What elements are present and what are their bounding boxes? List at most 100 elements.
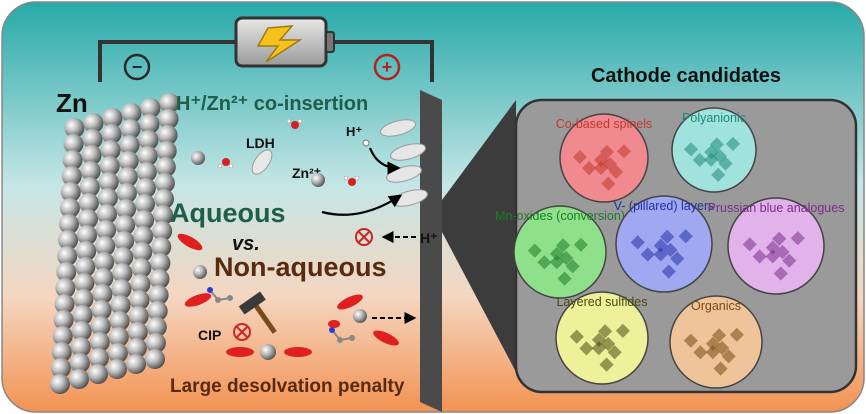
- crystal-unit: [557, 271, 572, 286]
- zn-atom: [73, 289, 94, 309]
- zn-atom: [51, 342, 72, 362]
- zn-atom: [97, 188, 118, 208]
- zn-atom: [136, 162, 157, 182]
- candidate-5: Layered sulfides: [555, 291, 649, 385]
- solvent-molecules: [177, 233, 399, 357]
- crystal-unit: [653, 247, 668, 262]
- zn-atom: [90, 316, 111, 336]
- zn-atom: [75, 257, 96, 277]
- blocked-icon: [355, 228, 373, 246]
- ldh-flake: [251, 149, 273, 175]
- crystal-unit: [705, 336, 721, 351]
- zn-atom: [71, 321, 92, 341]
- crystal-unit: [591, 341, 606, 356]
- zn-atom: [145, 349, 165, 369]
- zn-atom: [107, 359, 127, 379]
- crystal-unit: [713, 361, 728, 376]
- crystal-unit: [678, 229, 693, 244]
- zn-atom: [79, 177, 100, 197]
- vs-label: vs.: [232, 233, 260, 255]
- crystal-unit: [660, 229, 675, 244]
- zn-atom: [113, 247, 134, 267]
- zn-ion: [311, 173, 325, 187]
- zn-atom: [99, 156, 120, 176]
- candidate-4: Prussian blue analogues: [708, 197, 845, 295]
- zn-atom: [69, 353, 90, 373]
- crystal-unit: [712, 328, 727, 343]
- minus-label: −: [132, 57, 143, 77]
- zn-atom: [132, 242, 153, 262]
- zn-atom: [74, 273, 95, 293]
- zn-atom: [139, 114, 160, 134]
- zn-atom: [82, 129, 103, 149]
- zn-atom: [83, 113, 104, 133]
- zn-atom: [111, 279, 132, 299]
- hplus-side-label: H⁺: [420, 230, 438, 246]
- zn-atom: [63, 134, 84, 154]
- crystal-unit: [565, 259, 580, 274]
- zn-ion: [353, 309, 367, 323]
- candidate-label: Mn-oxides (conversion): [495, 209, 625, 223]
- zn-atom: [89, 332, 110, 352]
- zn-atom: [138, 130, 159, 150]
- zn-atom: [109, 311, 130, 331]
- zn-atom: [62, 150, 83, 170]
- co-insertion-label: H⁺/Zn²⁺ co-insertion: [176, 93, 368, 115]
- candidate-label: Layered sulfides: [556, 295, 647, 309]
- zn-atom: [52, 326, 73, 346]
- zn-atom: [114, 231, 135, 251]
- zn-atom: [110, 295, 131, 315]
- crystal-unit: [653, 238, 668, 253]
- candidate-label: Prussian blue analogues: [708, 201, 845, 215]
- zn-anode-label: Zn: [56, 88, 88, 118]
- candidate-label: Polyanionic: [682, 111, 746, 125]
- non-aqueous-label: Non-aqueous: [214, 252, 387, 282]
- crystal-unit: [593, 160, 609, 176]
- crystal-unit: [630, 235, 645, 250]
- zn-atom: [126, 338, 147, 358]
- zn-atom: [102, 108, 123, 128]
- crystal-unit: [704, 152, 719, 167]
- zn-atom: [150, 253, 171, 273]
- zn-atom: [153, 205, 174, 225]
- zn-atom: [100, 140, 121, 160]
- crystal-unit: [582, 161, 597, 176]
- zn-atom: [97, 204, 117, 224]
- crystal-unit: [670, 251, 685, 266]
- zn-atom: [140, 98, 161, 118]
- zn-atom: [118, 151, 139, 171]
- candidate-3: V- (pillared) layers: [614, 195, 714, 293]
- zn-atom: [158, 109, 179, 129]
- zn-atom: [154, 189, 174, 209]
- cathode-title: Cathode candidates: [591, 65, 781, 87]
- zn-atom: [128, 306, 149, 326]
- water-molecule: [286, 118, 303, 129]
- crystal-unit: [549, 246, 565, 261]
- zn-atom: [56, 262, 77, 282]
- crystal-unit: [607, 345, 622, 360]
- zn-atom: [96, 220, 117, 240]
- zn-atom: [154, 173, 175, 193]
- crystal-unit: [537, 255, 552, 270]
- zn-atom: [120, 119, 141, 139]
- crystal-unit: [765, 249, 780, 264]
- zn-atom: [129, 290, 150, 310]
- zn-ion: [191, 151, 205, 165]
- circuit-wire: [98, 40, 434, 82]
- cathode-electrode: [420, 90, 442, 412]
- crystal-unit: [609, 164, 624, 180]
- crystal-unit: [640, 247, 655, 262]
- crystal-unit: [591, 332, 607, 347]
- crystal-unit: [711, 167, 726, 182]
- zoom-funnel: [442, 100, 516, 372]
- zn-atom: [156, 141, 177, 161]
- crystal-unit: [599, 144, 615, 159]
- crystal-unit: [556, 238, 571, 253]
- cip-label: CIP: [198, 327, 221, 343]
- zn-atom: [112, 263, 133, 283]
- candidate-2: Mn-oxides (conversion): [495, 205, 625, 299]
- zn-atom: [119, 135, 140, 155]
- zn-atom: [78, 193, 99, 213]
- crystal-unit: [615, 323, 630, 338]
- crystal-unit: [765, 240, 780, 255]
